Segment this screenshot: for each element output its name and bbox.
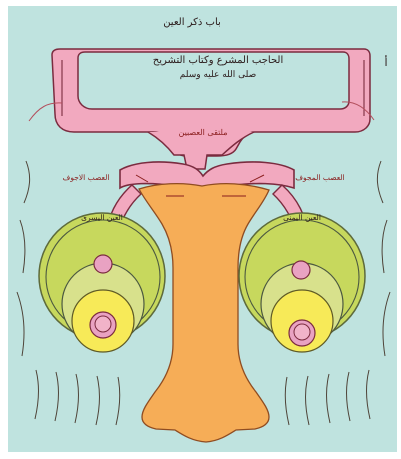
top-caption: باب ذكر العين [163, 17, 221, 28]
right-pupil-core [294, 324, 310, 340]
left-pupil-core [95, 316, 111, 332]
title-line-one: الحاجب المشرع وكتاب التشريح [153, 55, 283, 66]
title-line-two: صلى الله عليه وسلم [180, 70, 257, 80]
left-upper-pupil [94, 255, 112, 273]
right-upper-pupil [292, 261, 310, 279]
anatomical-eye-diagram: باب ذكر العين الحاجب المشرع وكتاب التشري… [8, 6, 397, 452]
diagram-panel: باب ذكر العين الحاجب المشرع وكتاب التشري… [8, 6, 397, 452]
right-eye-label: العين اليمنى [283, 213, 321, 222]
left-nerve-label: العصب الاجوف [63, 173, 110, 182]
crossing-label: ملتقى العصبين [179, 128, 228, 137]
left-marker: أ [384, 55, 387, 69]
right-nerve-label: العصب المجوف [295, 173, 344, 182]
left-eye-label: العين اليسرى [81, 213, 123, 222]
